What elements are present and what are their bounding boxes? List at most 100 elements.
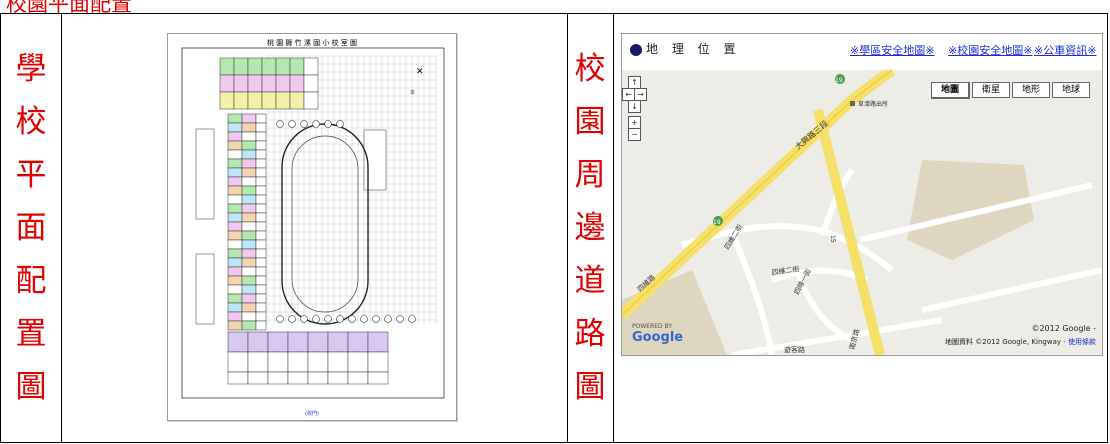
- room-block: [227, 351, 249, 373]
- room-block: [241, 221, 257, 232]
- link-campus-safety-map[interactable]: ※校園安全地圖※: [948, 44, 1033, 57]
- room-block: [247, 351, 269, 373]
- room-block: [267, 351, 289, 373]
- terms-link[interactable]: 使用條款: [1068, 338, 1096, 346]
- room-block: [227, 293, 243, 304]
- pillar: [312, 315, 320, 323]
- room-block: [347, 371, 369, 385]
- room-block: [287, 351, 309, 373]
- room-block: [255, 140, 267, 151]
- pan-down-button[interactable]: ↓: [628, 100, 641, 113]
- room-block: [255, 293, 267, 304]
- room-block: [227, 266, 243, 277]
- room-block: [233, 57, 249, 76]
- route-shield: 19: [835, 77, 843, 84]
- building-block: [195, 253, 215, 325]
- map-type-map[interactable]: 地圖: [931, 82, 970, 99]
- room-block: [241, 230, 257, 241]
- room-block: [233, 91, 249, 110]
- room-block: [267, 331, 289, 353]
- play-icon: [630, 43, 642, 56]
- layout-table: 學校平面配置圖 校園周邊道路圖 桃 園 縣 竹 漯 國 小 校 室 圖: [0, 13, 1108, 443]
- room-block: [289, 74, 305, 93]
- room-block: [241, 293, 257, 304]
- room-block: [227, 149, 243, 160]
- room-block: [241, 158, 257, 169]
- room-block: [227, 248, 243, 259]
- table-divider: [61, 14, 62, 442]
- room-block: [247, 74, 263, 93]
- map-type-terrain[interactable]: 地形: [1012, 82, 1050, 98]
- floor-plan-title: 桃 園 縣 竹 漯 國 小 校 室 圖: [267, 38, 357, 47]
- room-block: [241, 122, 257, 133]
- room-block: [303, 91, 319, 110]
- room-block: [227, 331, 249, 353]
- room-block: [255, 266, 267, 277]
- link-district-safety-map[interactable]: ※學區安全地圖※: [850, 44, 935, 57]
- map-type-satellite[interactable]: 衛星: [972, 82, 1010, 98]
- map-type-earth[interactable]: 地球: [1052, 82, 1090, 98]
- pillar: [276, 120, 284, 128]
- pillar: [360, 315, 368, 323]
- room-block: [227, 284, 243, 295]
- room-block: [241, 320, 257, 331]
- road-label: 遊客路: [784, 345, 805, 354]
- table-divider: [567, 14, 568, 442]
- room-block: [275, 91, 291, 110]
- pillar: [276, 315, 284, 323]
- room-block: [347, 331, 369, 353]
- map-canvas[interactable]: 大興路三段 四維二街 四維路 四維一街 四維二街 南京路 遊客路 19 19 1…: [622, 65, 1102, 355]
- road-map[interactable]: 地 理 位 置 ※學區安全地圖※ ※校園安全地圖※ ※公車資訊※: [621, 33, 1103, 356]
- zoom-out-button[interactable]: −: [628, 128, 641, 141]
- room-block: [247, 331, 269, 353]
- building-block: [363, 129, 387, 191]
- pillar: [312, 120, 320, 128]
- room-block: [227, 302, 243, 313]
- left-label-cell: 學校平面配置圖: [1, 14, 61, 442]
- pillar: [408, 315, 416, 323]
- pillar: [288, 315, 296, 323]
- room-block: [219, 91, 235, 110]
- pillar: [336, 120, 344, 128]
- room-block: [241, 194, 257, 205]
- school-floor-plan: 桃 園 縣 竹 漯 國 小 校 室 圖 ✕ 本 (校門): [167, 33, 457, 421]
- room-block: [227, 212, 243, 223]
- route-shield: 19: [713, 219, 721, 226]
- room-block: [327, 371, 349, 385]
- room-block: [241, 167, 257, 178]
- room-block: [241, 113, 257, 124]
- room-block: [255, 203, 267, 214]
- room-block: [219, 74, 235, 93]
- map-header: 地 理 位 置 ※學區安全地圖※ ※校園安全地圖※ ※公車資訊※: [622, 34, 1102, 70]
- road-label: 15: [829, 235, 836, 243]
- room-block: [241, 275, 257, 286]
- room-block: [227, 311, 243, 322]
- page-title: 校園平面配置: [6, 0, 132, 16]
- room-block: [255, 230, 267, 241]
- poi-label: 草濠路出所: [858, 100, 888, 108]
- room-block: [241, 140, 257, 151]
- link-bus-info[interactable]: ※公車資訊※: [1034, 44, 1097, 57]
- zoom-in-button[interactable]: +: [628, 116, 641, 129]
- room-block: [289, 57, 305, 76]
- room-block: [241, 257, 257, 268]
- room-block: [255, 275, 267, 286]
- room-block: [241, 266, 257, 277]
- room-block: [241, 131, 257, 142]
- map-attribution: 地圖資料 ©2012 Google, Kingway - 使用條款: [945, 338, 1096, 346]
- map-roads: 大興路三段 四維二街 四維路 四維一街 四維二街 南京路 遊客路 19 19 1…: [622, 65, 1102, 355]
- pillar: [336, 315, 344, 323]
- map-copyright: ©2012 Google -: [1031, 324, 1096, 333]
- room-block: [241, 203, 257, 214]
- room-block: [255, 284, 267, 295]
- pan-up-button[interactable]: ↑: [628, 76, 641, 89]
- room-block: [227, 221, 243, 232]
- room-block: [255, 158, 267, 169]
- room-block: [255, 194, 267, 205]
- room-block: [241, 284, 257, 295]
- room-block: [255, 113, 267, 124]
- room-block: [255, 176, 267, 187]
- pillar: [384, 315, 392, 323]
- room-block: [241, 239, 257, 250]
